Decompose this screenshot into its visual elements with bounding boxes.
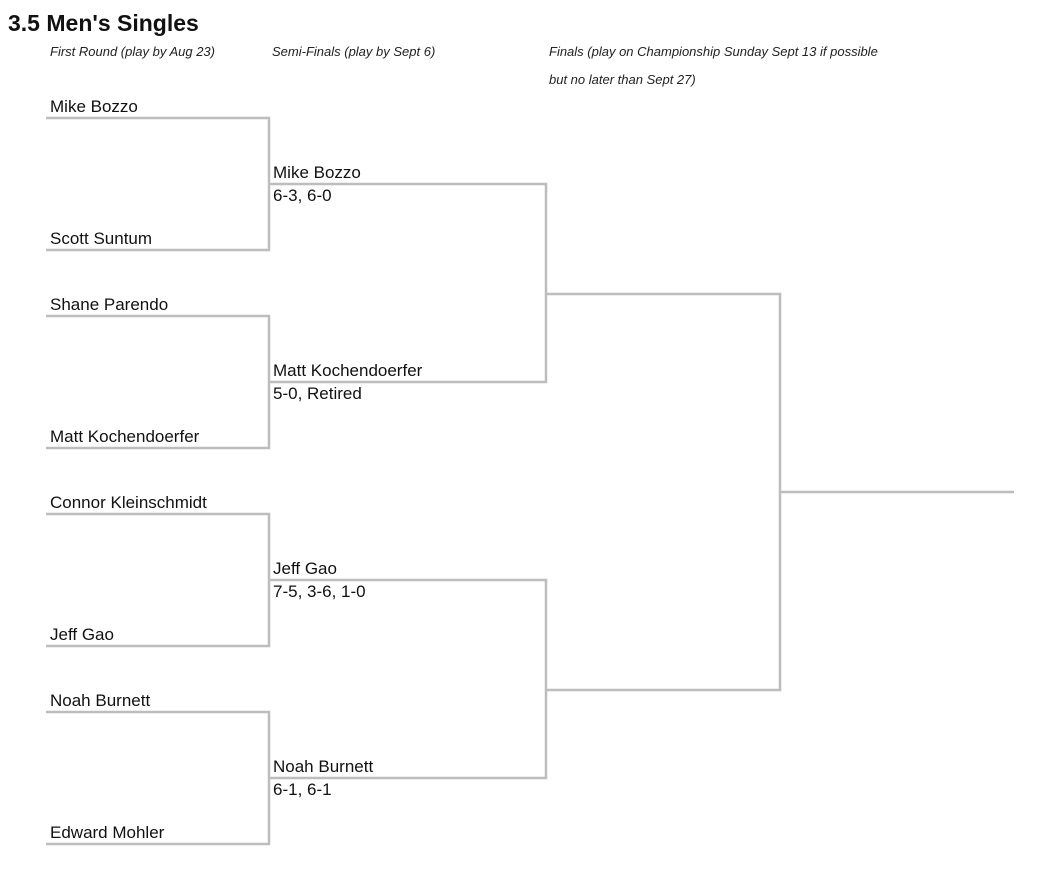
semi-final-entries: Mike Bozzo 6-3, 6-0 Matt Kochendoerfer 5…	[273, 163, 423, 799]
semi-final-score: 5-0, Retired	[273, 384, 362, 403]
first-round-names: Mike Bozzo Scott Suntum Shane Parendo Ma…	[50, 97, 207, 842]
first-round-player: Shane Parendo	[50, 295, 168, 314]
first-round-player: Jeff Gao	[50, 625, 114, 644]
first-round-player: Matt Kochendoerfer	[50, 427, 200, 446]
semi-final-player: Mike Bozzo	[273, 163, 361, 182]
semi-final-player: Jeff Gao	[273, 559, 337, 578]
semi-final-score: 6-3, 6-0	[273, 186, 332, 205]
semi-final-player: Noah Burnett	[273, 757, 373, 776]
first-round-player: Mike Bozzo	[50, 97, 138, 116]
finals-header-line2: but no later than Sept 27)	[549, 72, 696, 87]
first-round-player: Edward Mohler	[50, 823, 165, 842]
first-round-player: Connor Kleinschmidt	[50, 493, 207, 512]
bracket-lines	[46, 116, 1014, 846]
first-round-player: Noah Burnett	[50, 691, 150, 710]
bracket-connector-final	[546, 292, 782, 692]
semi-final-score: 7-5, 3-6, 1-0	[273, 582, 366, 601]
bracket-connector-sf-2	[269, 578, 548, 780]
bracket-connector-sf-1	[269, 182, 548, 384]
first-round-header: First Round (play by Aug 23)	[50, 44, 215, 59]
semi-final-score: 6-1, 6-1	[273, 780, 332, 799]
finals-header-line1: Finals (play on Championship Sunday Sept…	[549, 44, 878, 59]
semi-finals-header: Semi-Finals (play by Sept 6)	[272, 44, 436, 59]
semi-final-player: Matt Kochendoerfer	[273, 361, 423, 380]
first-round-player: Scott Suntum	[50, 229, 152, 248]
page-title: 3.5 Men's Singles	[8, 10, 199, 36]
